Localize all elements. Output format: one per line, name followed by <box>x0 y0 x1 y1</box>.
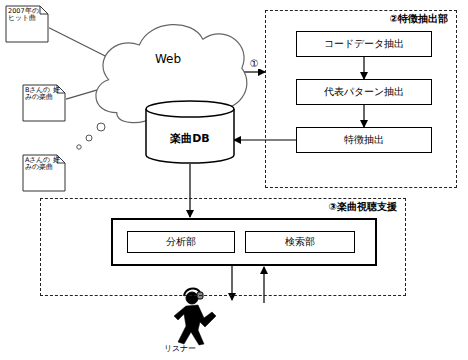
connector <box>243 71 265 72</box>
node-label: 代表パターン抽出 <box>324 86 404 98</box>
text-holder: Bさんの 好みの楽曲 <box>25 87 61 102</box>
process-box: 分析部 <box>127 231 235 253</box>
document-shape: Aさんの 好みの楽曲 <box>22 154 66 192</box>
node-label: Bさんの 好みの楽曲 <box>25 87 61 102</box>
database-cylinder: 楽曲DB <box>145 100 235 164</box>
node-label: 特徴抽出 <box>344 134 384 146</box>
node-label: 分析部 <box>166 236 196 248</box>
dashed-group: ③楽曲視聴支援分析部 検索部 <box>40 198 406 296</box>
connector <box>189 164 190 217</box>
connector <box>363 105 364 127</box>
text-holder: 2007年の ヒット曲 <box>8 8 44 23</box>
process-box: 検索部 <box>245 231 355 253</box>
node-label: 楽曲DB <box>170 133 210 146</box>
process-box: 特徴抽出 <box>296 127 432 153</box>
node-label: 2007年の ヒット曲 <box>8 8 44 23</box>
node-label: Web <box>155 53 181 67</box>
edge-label: ① <box>249 58 260 69</box>
process-box: 代表パターン抽出 <box>296 79 432 105</box>
group-title: ②特徴抽出部 <box>390 13 448 25</box>
node-label: Aさんの 好みの楽曲 <box>25 157 61 172</box>
document-shape: 2007年の ヒット曲 <box>5 5 49 43</box>
process-box: コードデータ抽出 <box>296 31 432 57</box>
node-label: コードデータ抽出 <box>324 38 404 50</box>
figure-label: リスナー <box>163 345 197 354</box>
input-arrow <box>263 267 264 303</box>
thought-bubble <box>97 123 105 131</box>
document-shape: Bさんの 好みの楽曲 <box>22 84 66 122</box>
dashed-group: ②特徴抽出部コードデータ抽出代表パターン抽出特徴抽出 <box>265 10 457 188</box>
connector <box>49 28 106 57</box>
text-holder: Aさんの 好みの楽曲 <box>25 157 61 172</box>
listener-figure <box>174 288 216 345</box>
thought-bubble <box>86 135 92 141</box>
group-title: ③楽曲視聴支援 <box>329 201 397 213</box>
thought-bubble <box>77 145 81 149</box>
node-label: 検索部 <box>285 236 315 248</box>
connector <box>66 90 98 99</box>
connector <box>363 57 364 79</box>
output-arrow <box>231 265 232 300</box>
